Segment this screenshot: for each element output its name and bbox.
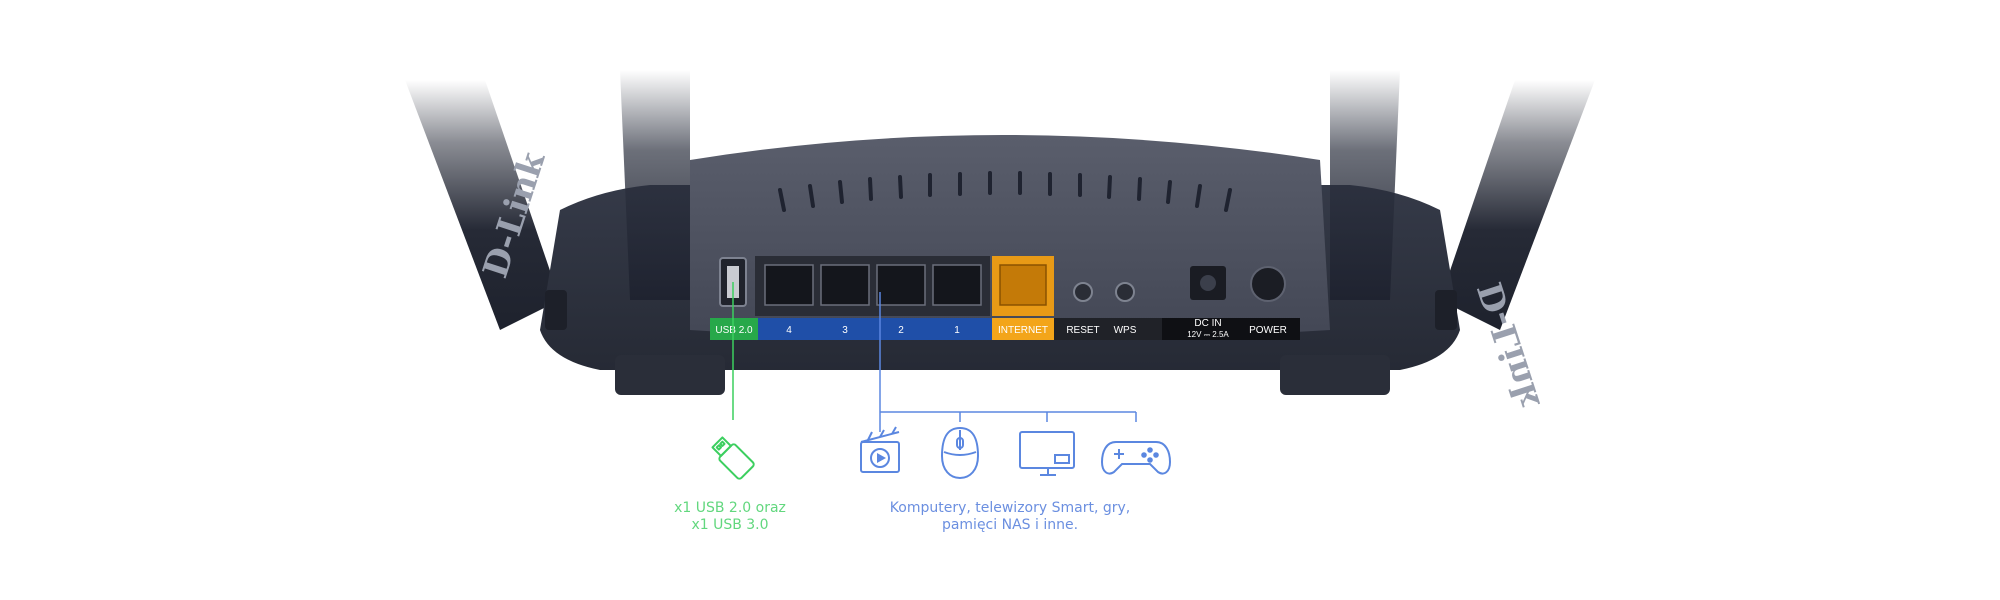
usb-port-label: USB 2.0 — [715, 325, 753, 336]
usb-caption-line2: x1 USB 3.0 — [691, 517, 769, 533]
lan-callout-lines — [879, 292, 1137, 432]
dc-in-jack — [1190, 266, 1226, 300]
antenna-outer-right — [1440, 80, 1595, 330]
reset-label: RESET — [1066, 325, 1099, 336]
lan-port-label-4: 4 — [786, 325, 792, 336]
dc-in-label: DC IN — [1194, 318, 1221, 329]
usb-caption-line1: x1 USB 2.0 oraz — [674, 500, 786, 516]
gamepad-icon — [1100, 441, 1172, 475]
dc-in-spec: 12V ⎓ 2.5A — [1187, 330, 1229, 339]
smart-tv-icon — [1019, 431, 1075, 476]
internet-port-label: INTERNET — [998, 325, 1048, 336]
power-label: POWER — [1249, 325, 1287, 336]
antenna-outer-left — [405, 80, 560, 330]
power-button — [1250, 266, 1286, 302]
antenna-inner-left — [620, 70, 690, 300]
vent-slots — [778, 171, 1232, 212]
mouse-icon — [940, 426, 980, 480]
lan-port-label-2: 2 — [898, 325, 904, 336]
logo-right: D-Link — [1471, 277, 1549, 414]
lan-caption-line1: Komputery, telewizory Smart, gry, — [889, 500, 1131, 516]
label-band — [710, 318, 1300, 340]
antenna-inner-right — [1330, 70, 1400, 300]
lan-port-label-1: 1 — [954, 325, 960, 336]
usb-stick-icon — [711, 436, 755, 480]
media-player-icon — [860, 426, 900, 473]
reset-button — [1073, 282, 1093, 302]
lan-caption: Komputery, telewizory Smart, gry, pamięc… — [860, 500, 1160, 534]
internet-port — [992, 256, 1054, 316]
wps-button — [1115, 282, 1135, 302]
lan-caption-line2: pamięci NAS i inne. — [941, 517, 1079, 533]
lan-ports — [755, 256, 990, 316]
lan-port-label-3: 3 — [842, 325, 848, 336]
usb-caption: x1 USB 2.0 oraz x1 USB 3.0 — [640, 500, 820, 534]
wps-label: WPS — [1114, 325, 1137, 336]
